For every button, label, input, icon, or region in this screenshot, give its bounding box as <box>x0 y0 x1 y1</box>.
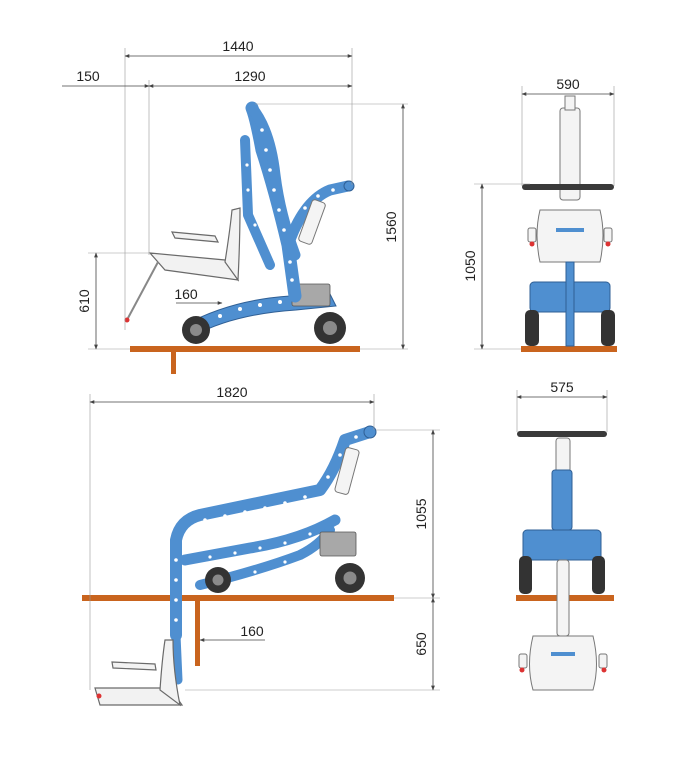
seat-raised <box>124 207 241 323</box>
front-wheel-lowered <box>205 567 231 593</box>
floor-post-lowered <box>195 600 200 666</box>
seat-front-lowered <box>529 635 597 691</box>
mast-top <box>564 95 576 111</box>
dimension-lines-lowered <box>89 394 440 691</box>
dimension-lines-raised <box>62 48 408 350</box>
handlebar-front-lowered <box>517 431 607 437</box>
motor-housing-lowered <box>319 531 357 557</box>
label-width-raised: 590 <box>556 76 580 92</box>
dimension-lines-front-lowered <box>516 390 608 432</box>
front-view-lowered: 575 <box>516 379 614 691</box>
mast-and-boom <box>240 101 355 303</box>
label-clearance-raised: 160 <box>174 286 198 302</box>
handlebar-front <box>522 184 614 190</box>
label-overall-length: 1440 <box>222 38 253 54</box>
label-total-height: 1560 <box>383 211 399 242</box>
floor-beam-front <box>521 346 617 352</box>
left-wheel-front-lowered <box>519 556 532 594</box>
label-reach: 1820 <box>216 384 247 400</box>
front-wheel-raised <box>182 316 210 344</box>
label-clearance-lowered: 160 <box>240 623 264 639</box>
right-handle-front-lowered <box>598 653 608 669</box>
label-depth-below-floor: 650 <box>413 632 429 656</box>
left-wheel-front <box>525 310 539 346</box>
side-view-lowered: 1820 1055 650 160 <box>82 384 440 707</box>
boom-front-lowered <box>551 469 573 531</box>
floor-beam <box>130 346 360 352</box>
right-handle-front <box>603 227 613 243</box>
seat-lowered <box>94 630 184 707</box>
dimension-lines-front-raised <box>474 86 615 350</box>
seat-front <box>536 209 604 263</box>
left-handle-front <box>527 227 537 243</box>
label-base-length: 1290 <box>234 68 265 84</box>
actuator <box>298 199 326 245</box>
side-view-raised: 1440 1290 150 1560 610 160 <box>62 38 408 374</box>
rear-wheel-lowered <box>335 563 365 593</box>
right-wheel-front <box>601 310 615 346</box>
label-height-front: 1050 <box>462 250 478 281</box>
front-view-raised: 590 1050 <box>462 76 617 352</box>
label-seat-offset: 150 <box>76 68 100 84</box>
label-seat-height: 610 <box>76 289 92 313</box>
seat-post-front <box>556 559 570 637</box>
label-width-lowered: 575 <box>550 379 574 395</box>
mast-lower-front <box>565 261 575 347</box>
label-height-above-floor: 1055 <box>413 498 429 529</box>
rear-wheel-raised <box>314 312 346 344</box>
left-handle-front-lowered <box>518 653 528 669</box>
floor-post <box>171 346 176 374</box>
base-front-lowered <box>522 529 602 561</box>
right-wheel-front-lowered <box>592 556 605 594</box>
actuator-lowered <box>334 447 360 495</box>
floor-beam-lowered <box>82 595 394 601</box>
